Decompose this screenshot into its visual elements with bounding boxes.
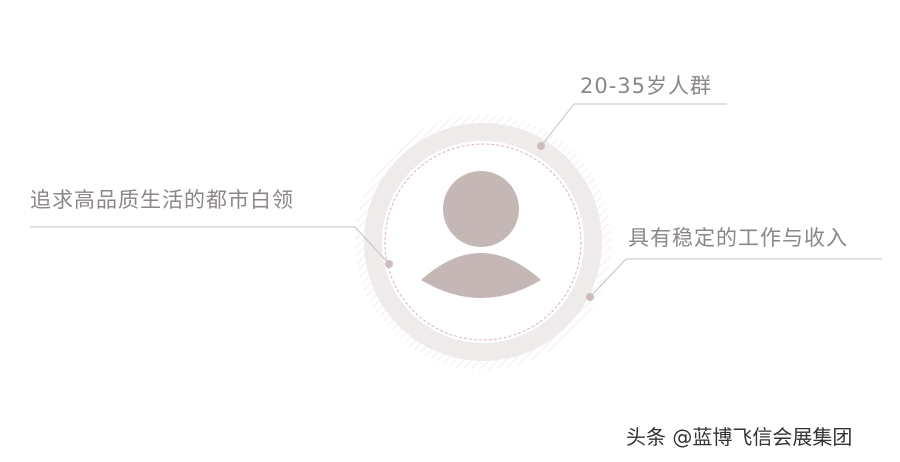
connector-lines <box>30 103 882 298</box>
label-income: 具有稳定的工作与收入 <box>628 226 848 250</box>
label-age-group: 20-35岁人群 <box>580 74 713 98</box>
connector-age <box>540 103 727 147</box>
dashed-ring <box>384 143 582 341</box>
person-body <box>421 253 541 298</box>
dot-age <box>537 142 545 150</box>
watermark: 头条 @蓝博飞信会展集团 <box>626 425 853 449</box>
outer-ring <box>364 123 602 361</box>
connector-dots <box>385 142 594 301</box>
dot-income <box>586 293 594 301</box>
dot-lifestyle <box>385 260 393 268</box>
connector-income <box>589 258 882 298</box>
person-silhouette-icon <box>421 171 541 298</box>
label-lifestyle: 追求高品质生活的都市白领 <box>30 188 294 212</box>
connector-lifestyle <box>30 226 390 265</box>
person-head <box>443 171 519 247</box>
